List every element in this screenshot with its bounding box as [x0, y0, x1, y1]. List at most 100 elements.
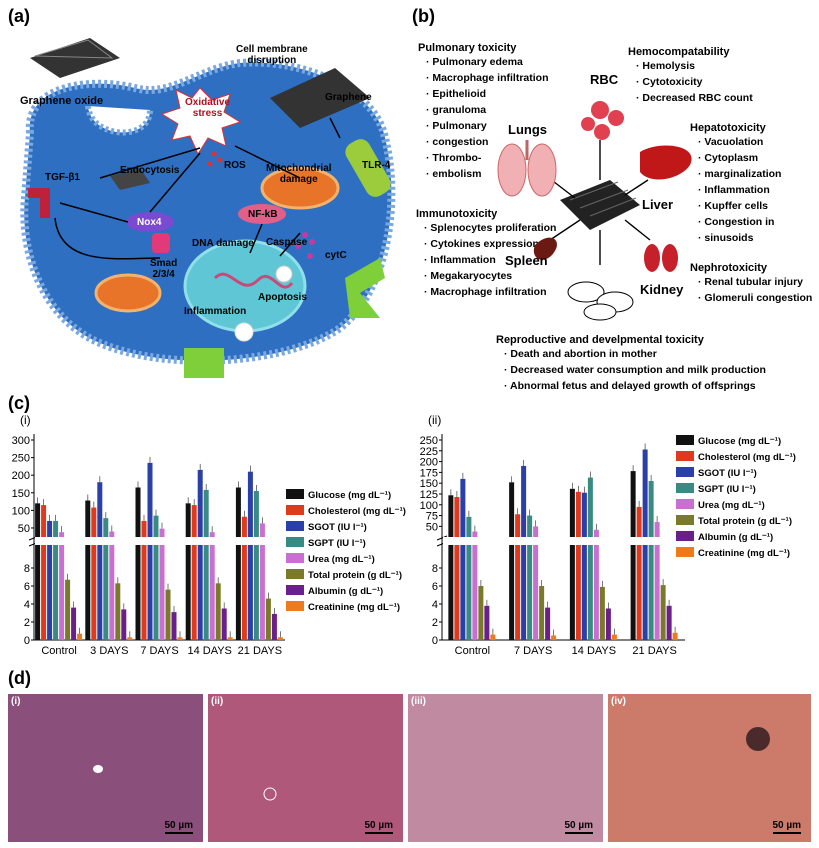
scale-label-iii: 50 µm [564, 820, 593, 831]
scale-label-ii: 50 µm [364, 820, 393, 831]
y-tick-label: 150 [420, 478, 438, 490]
label-ros: ROS [224, 160, 246, 171]
bar-8-3 [611, 634, 617, 640]
y-tick-label: 2 [432, 617, 438, 629]
nox4-node [126, 212, 174, 232]
mice-icon [567, 281, 634, 321]
histology-tile-ii: (ii) 50 µm [208, 694, 403, 842]
bar-5-4 [209, 532, 215, 640]
y-tick-label: 225 [420, 446, 438, 458]
label-apoptosis: Apoptosis [258, 292, 307, 303]
repro-item-1: Decreased water consumption and milk pro… [504, 362, 766, 378]
bar-3-3 [147, 462, 153, 640]
x-tick-label: 14 DAYS [187, 645, 231, 657]
bar-1-1 [448, 495, 454, 640]
pulmonary-item-2: Epithelioid [426, 86, 549, 102]
legend-swatch-2 [676, 451, 694, 461]
bar-4-2 [527, 515, 533, 640]
bar-1-4 [185, 503, 191, 640]
bar-8-5 [277, 637, 283, 640]
hemo-list: HemolysisCytotoxicityDecreased RBC count [636, 58, 753, 106]
legend-label-5: Urea (mg dL⁻¹) [698, 500, 765, 511]
legend-label-6: Total protein (g dL⁻¹) [308, 570, 402, 581]
chart-ii: 507510012515017520022525002468(ii)Contro… [420, 413, 796, 657]
legend-label-4: SGPT (IU l⁻¹) [308, 538, 366, 549]
immuno-item-0: Splenocytes proliferation [424, 220, 556, 236]
cell-diagram [20, 38, 396, 378]
bar-3-1 [47, 520, 53, 640]
label-dna-damage: DNA damage [192, 238, 254, 249]
bar-2-4 [191, 505, 197, 640]
bar-3-3 [581, 492, 587, 640]
tgf-receptor [28, 188, 50, 218]
bar-5-1 [472, 531, 478, 640]
label-cell-membrane: Cell membrane disruption [236, 44, 308, 66]
bar-4-3 [153, 515, 159, 640]
legend-swatch-3 [286, 521, 304, 531]
label-nfkb: NF-kB [248, 209, 278, 220]
bar-4-1 [466, 516, 472, 640]
pulmonary-item-5: congestion [426, 134, 549, 150]
y-tick-label: 8 [24, 563, 30, 575]
bar-2-1 [41, 505, 47, 640]
legend-swatch-6 [676, 515, 694, 525]
bar-5-2 [533, 526, 539, 640]
bar-1-1 [35, 503, 41, 640]
bar-1-2 [509, 482, 515, 640]
tile-tag-ii: (ii) [211, 696, 224, 707]
tile-tag-i: (i) [11, 696, 21, 707]
label-caspase: Caspase [266, 237, 308, 248]
legend-label-5: Urea (mg dL⁻¹) [308, 554, 375, 565]
bar-5-4 [654, 522, 660, 640]
tlr4-receptor [345, 139, 391, 197]
inflammation-body [234, 322, 254, 342]
label-kidney: Kidney [640, 282, 684, 297]
y-tick-label: 100 [420, 500, 438, 512]
immuno-item-1: Cytokines expression [424, 236, 556, 252]
bar-3-4 [197, 469, 203, 640]
bar-8-4 [672, 632, 678, 640]
y-tick-label: 50 [18, 523, 30, 535]
y-tick-label: 0 [432, 635, 438, 647]
nephro-title: Nephrotoxicity [690, 262, 768, 274]
legend-label-8: Creatinine (mg dL⁻¹) [698, 548, 790, 559]
bar-8-3 [177, 637, 183, 640]
scale-bar-iv: 50 µm [772, 820, 801, 834]
bar-7-1 [484, 605, 490, 640]
y-tick-label: 250 [420, 435, 438, 447]
organ-graphics [497, 101, 692, 321]
pulmonary-item-0: Pulmonary edema [426, 54, 549, 70]
pulmonary-item-7: embolism [426, 166, 549, 182]
legend: Glucose (mg dL⁻¹)Cholesterol (mg dL⁻¹)SG… [676, 435, 796, 559]
repro-item-0: Death and abortion in mother [504, 346, 766, 362]
smad-node [152, 233, 170, 253]
bar-6-4 [660, 585, 666, 640]
bar-5-3 [593, 529, 599, 640]
y-tick-label: 125 [420, 489, 438, 501]
label-graphene-oxide: Graphene oxide [20, 95, 104, 107]
bar-6-3 [165, 589, 171, 640]
label-inflammation: Inflammation [184, 306, 247, 317]
rbc-icon [581, 101, 624, 140]
legend-label-6: Total protein (g dL⁻¹) [698, 516, 792, 527]
panel-label-b: (b) [412, 6, 435, 26]
bar-7-5 [271, 613, 277, 640]
bar-1-2 [85, 500, 91, 640]
kidney-icon [644, 244, 678, 272]
bar-8-1 [490, 634, 496, 640]
immunotoxicity-block: Immunotoxicity Splenocytes proliferation… [416, 208, 556, 300]
hepatotoxicity-block: Hepatotoxicity VacuolationCytoplasmmargi… [690, 122, 781, 246]
bar-7-4 [666, 605, 672, 640]
label-smad: Smad 2/3/4 [150, 258, 178, 280]
repro-title: Reproductive and develpmental toxicity [496, 334, 704, 346]
y-tick-label: 200 [12, 470, 30, 482]
bar-2-3 [575, 491, 581, 640]
hepato-item-6: sinusoids [698, 230, 781, 246]
hemo-item-1: Cytotoxicity [636, 74, 753, 90]
y-tick-label: 150 [12, 488, 30, 500]
legend-label-1: Glucose (mg dL⁻¹) [698, 436, 781, 447]
y-tick-label: 4 [432, 599, 438, 611]
bar-4-4 [648, 481, 654, 640]
y-tick-label: 6 [24, 581, 30, 593]
bar-7-1 [71, 607, 77, 640]
